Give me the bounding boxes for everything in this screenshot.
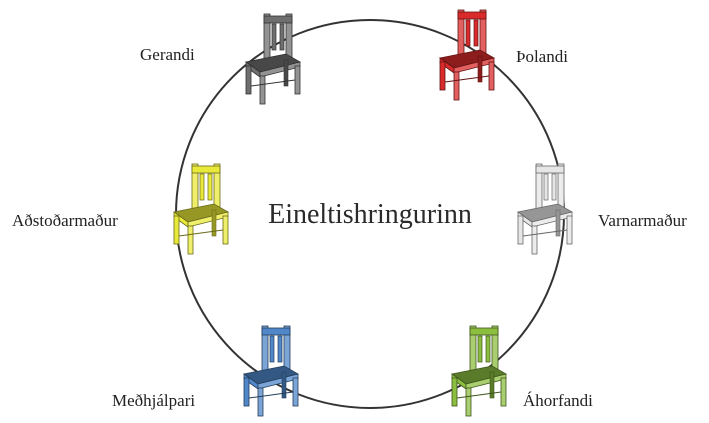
chair-icon-gerandi — [245, 13, 302, 105]
chair-icon-varnarmadur — [517, 163, 574, 255]
label-medhjalpari: Meðhjálpari — [112, 391, 196, 410]
chair-icon-ahorfandi — [451, 325, 508, 417]
chairs-layer — [173, 9, 574, 417]
diagram-title: Eineltishringurinn — [268, 199, 472, 230]
label-adstodarmadur: Aðstoðarmaður — [12, 211, 118, 230]
chair-icon-tholandi — [439, 9, 496, 101]
chair-icon-medhjalpari — [243, 325, 300, 417]
label-ahorfandi: Áhorfandi — [523, 391, 593, 410]
label-varnarmadur: Varnarmaður — [598, 211, 687, 230]
chair-icon-adstodarmadur — [173, 163, 230, 255]
label-tholandi: Þolandi — [516, 47, 568, 66]
label-gerandi: Gerandi — [140, 45, 195, 64]
